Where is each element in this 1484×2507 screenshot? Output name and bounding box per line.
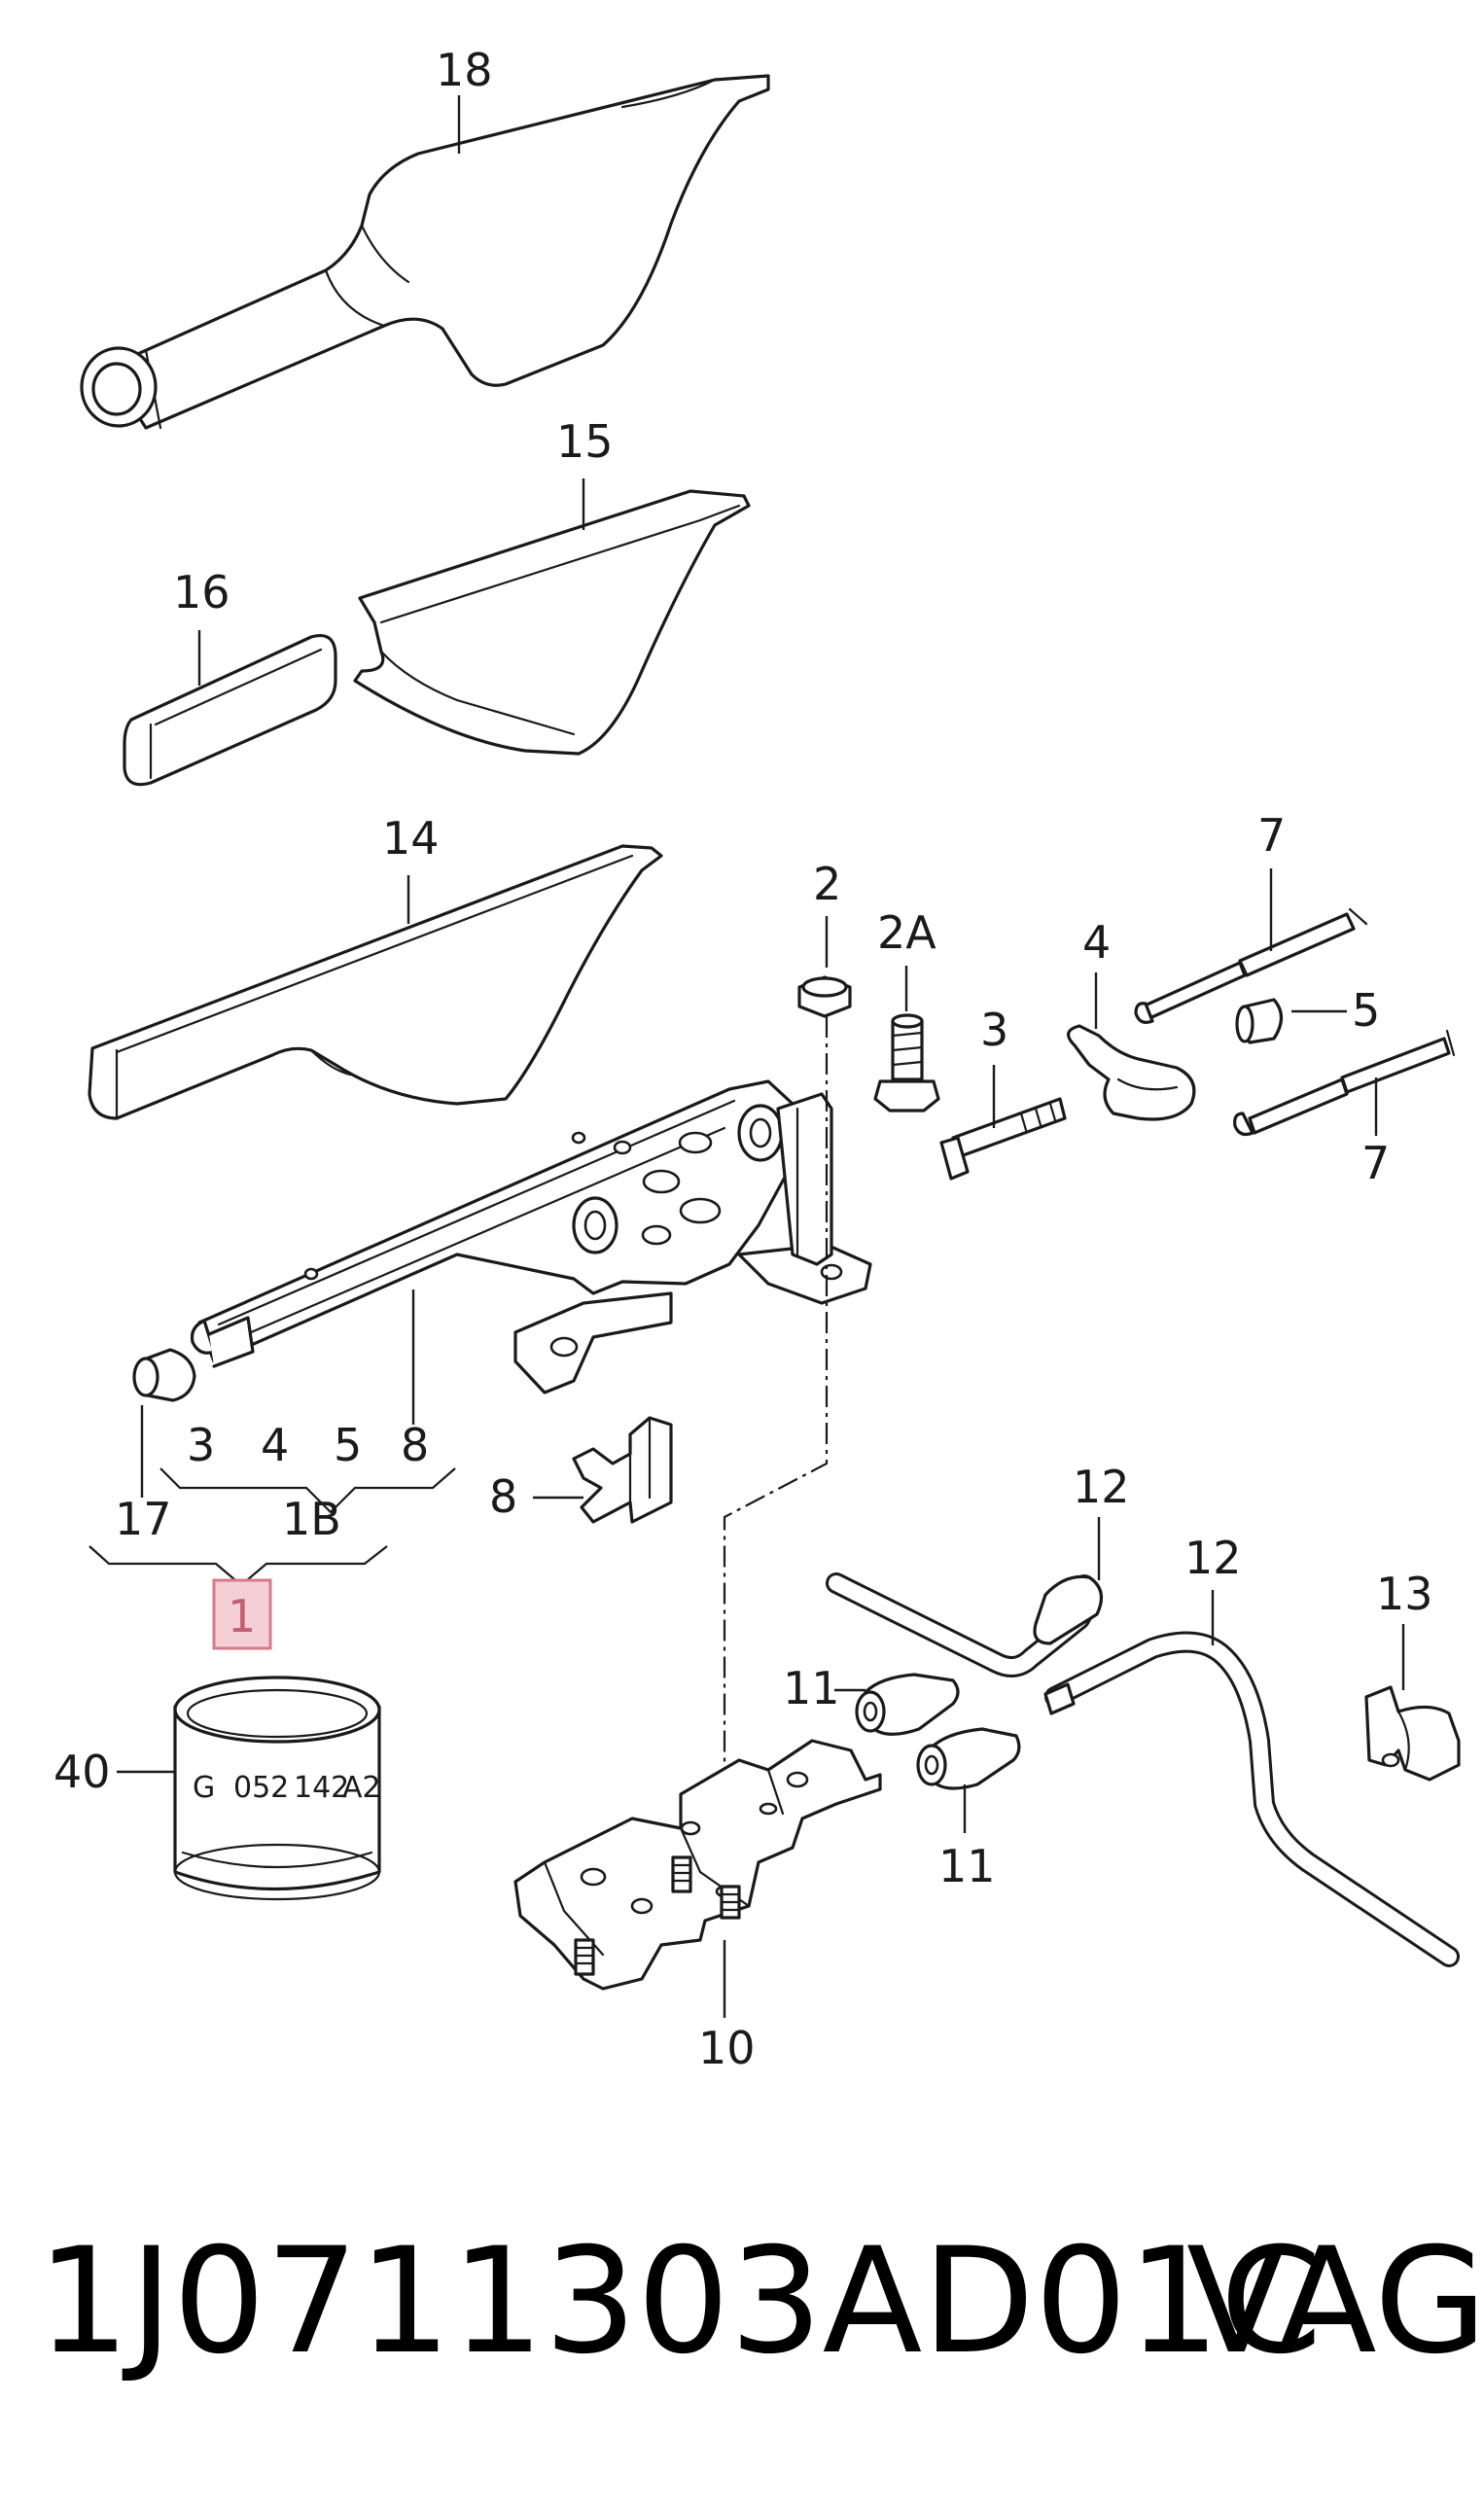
- callout-11b: 11: [938, 1840, 996, 1892]
- callout-15: 15: [556, 415, 614, 468]
- part-8-clip[interactable]: [572, 1416, 673, 1524]
- lever-mechanism-assembly[interactable]: [190, 1079, 872, 1395]
- part-17-plug[interactable]: [132, 1348, 196, 1402]
- group-item-5: 5: [334, 1419, 362, 1471]
- callout-12b: 12: [1184, 1532, 1242, 1584]
- brand-label: VAG: [1186, 2217, 1484, 2386]
- callout-1: 1: [228, 1590, 256, 1642]
- callout-10: 10: [698, 2022, 756, 2074]
- callout-40: 40: [53, 1746, 111, 1798]
- bushing-stamp-3: A2: [342, 1771, 381, 1805]
- callout-14: 14: [382, 812, 440, 865]
- group-1b-label: 3 4 5 8: [159, 1419, 456, 1514]
- part-1-highlight[interactable]: 1: [212, 1578, 272, 1650]
- part-40-bushing[interactable]: G 052 142 A2: [173, 1676, 381, 1901]
- callout-16: 16: [173, 566, 230, 618]
- callout-13: 13: [1376, 1568, 1433, 1620]
- part-2a-bolt[interactable]: [873, 1013, 940, 1112]
- callout-8b: 8: [489, 1470, 517, 1523]
- part-5-connector[interactable]: [1235, 998, 1284, 1044]
- part-11-grommet-lower[interactable]: [916, 1727, 1021, 1790]
- group-item-8: 8: [401, 1419, 429, 1471]
- part-7-cable-upper[interactable]: [1134, 907, 1368, 1024]
- callout-7a: 7: [1257, 809, 1286, 862]
- group-item-3: 3: [187, 1419, 215, 1471]
- callout-17: 17: [115, 1493, 172, 1545]
- part-15-trim-cover[interactable]: [353, 489, 751, 756]
- group-item-4: 4: [261, 1419, 289, 1471]
- part-18-handle-grip[interactable]: [80, 74, 770, 430]
- part-4-equaliser[interactable]: [1067, 1024, 1196, 1121]
- callout-2a: 2A: [877, 906, 936, 959]
- callout-2: 2: [813, 858, 841, 910]
- bushing-stamp-2: 142: [294, 1771, 349, 1805]
- part-3-pin[interactable]: [939, 1097, 1067, 1181]
- part-16-button-cap[interactable]: [123, 634, 337, 787]
- callout-11a: 11: [783, 1662, 840, 1714]
- callout-7b: 7: [1361, 1137, 1390, 1189]
- part-14-lever-cover[interactable]: [88, 844, 663, 1120]
- part-11-grommet-upper[interactable]: [855, 1673, 960, 1736]
- part-number-title: 1J0711303AD01C: [37, 2217, 1322, 2386]
- bushing-stamp-1: 052: [233, 1771, 289, 1805]
- callout-5: 5: [1352, 984, 1380, 1037]
- callout-3: 3: [980, 1004, 1008, 1056]
- part-12-pipe-short[interactable]: [826, 1572, 1104, 1677]
- assembly-axis-line: [723, 1016, 829, 1848]
- callout-12a: 12: [1073, 1461, 1130, 1513]
- callout-1b: 1B: [282, 1493, 341, 1545]
- part-2-nut[interactable]: [797, 975, 852, 1018]
- part-12-pipe-long[interactable]: [1043, 1631, 1460, 1967]
- callout-18: 18: [436, 44, 493, 96]
- callout-4: 4: [1082, 916, 1111, 969]
- part-10-base-plate[interactable]: [513, 1739, 882, 1991]
- bushing-stamp-g: G: [193, 1771, 215, 1805]
- part-13-clamp[interactable]: [1364, 1685, 1461, 1782]
- part-7-cable-lower[interactable]: [1233, 1029, 1456, 1137]
